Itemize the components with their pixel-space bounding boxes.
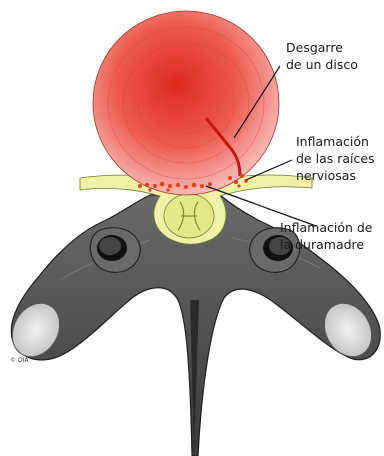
label-disc-tear-line1: Desgarre (286, 39, 358, 56)
label-root-inflammation: Inflamación de las raíces nerviosas (296, 133, 375, 184)
left-facet-joint (90, 228, 140, 273)
intervertebral-disc (93, 11, 279, 195)
label-dura-inflammation: Inflamación de la duramadre (280, 219, 373, 253)
label-root-line2: de las raíces (296, 150, 375, 167)
label-disc-tear-line2: de un disco (286, 56, 358, 73)
label-dura-line2: la duramadre (280, 236, 373, 253)
label-root-line1: Inflamación (296, 133, 375, 150)
copyright-mark: © OIA (10, 357, 29, 364)
label-disc-tear: Desgarre de un disco (286, 39, 358, 73)
label-root-line3: nerviosas (296, 167, 375, 184)
label-dura-line1: Inflamación de (280, 219, 373, 236)
